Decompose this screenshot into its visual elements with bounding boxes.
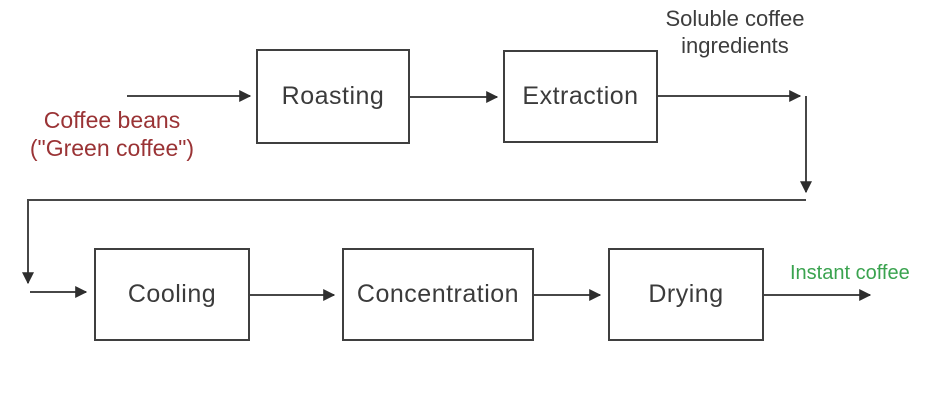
input-label-line2: ("Green coffee") — [29, 135, 195, 162]
process-box-label-drying: Drying — [648, 280, 724, 308]
process-box-drying: Drying — [608, 248, 764, 341]
process-box-cooling: Cooling — [94, 248, 250, 341]
output-label-instant-coffee: Instant coffee — [790, 262, 910, 284]
intermediate-label-line1: Soluble coffee — [665, 6, 805, 31]
process-box-concentration: Concentration — [342, 248, 534, 341]
process-box-roasting: Roasting — [256, 49, 410, 144]
intermediate-label-soluble-coffee: Soluble coffee ingredients — [635, 6, 835, 60]
process-box-label-extraction: Extraction — [522, 82, 639, 110]
process-box-label-roasting: Roasting — [281, 82, 385, 110]
process-box-label-concentration: Concentration — [356, 280, 520, 308]
process-box-extraction: Extraction — [503, 50, 658, 143]
input-label-line1: Coffee beans — [43, 107, 181, 133]
intermediate-label-line2: ingredients — [681, 32, 789, 58]
input-label-coffee-beans: Coffee beans ("Green coffee") — [22, 106, 202, 162]
process-box-label-cooling: Cooling — [127, 280, 217, 308]
